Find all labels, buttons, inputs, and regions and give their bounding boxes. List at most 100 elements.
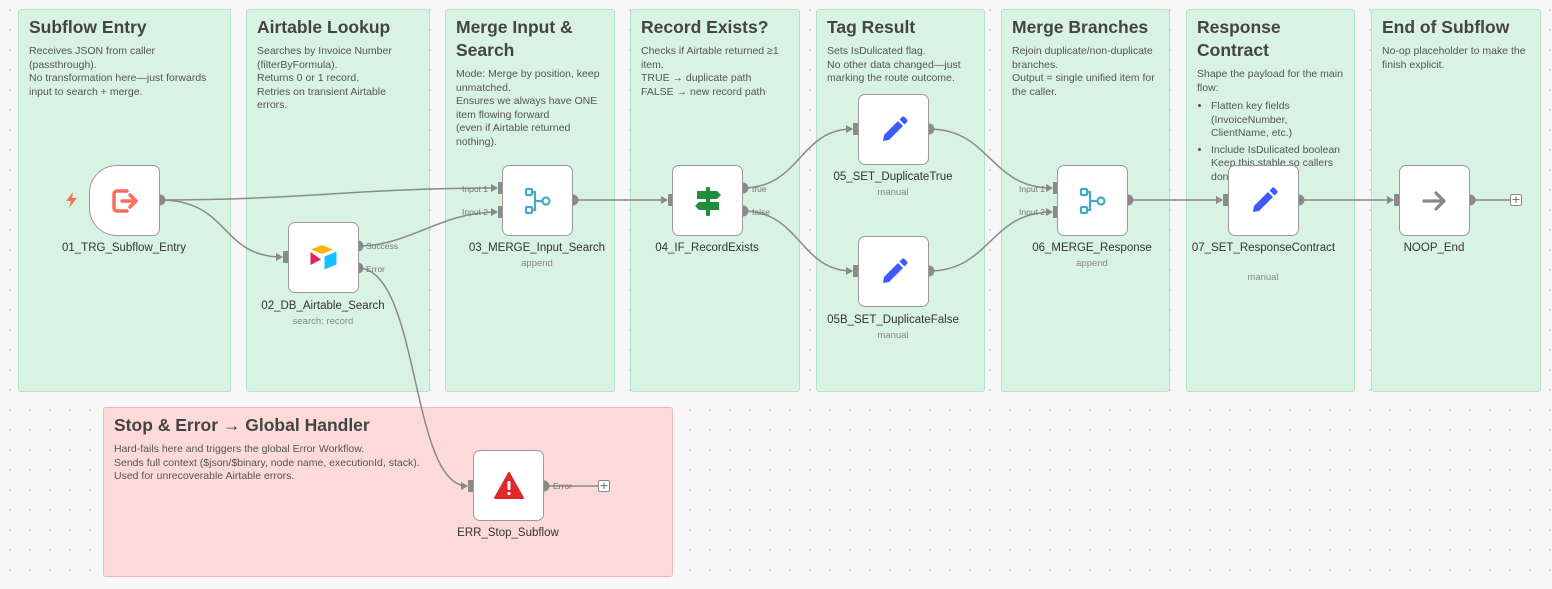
sticky-text: Mode: Merge by position, keep unmatched.: [456, 68, 600, 94]
port-label-false: false: [752, 207, 770, 217]
arrow-head: [1046, 208, 1053, 216]
input-handle: [468, 480, 474, 492]
pencil-icon: [882, 257, 908, 283]
sticky-bullet: Flatten key fields (InvoiceNumber, Clien…: [1211, 100, 1344, 141]
port-label-error: Error: [553, 481, 572, 491]
node-set-duplicate-true[interactable]: [858, 94, 929, 165]
node-trg-subflow-entry[interactable]: [89, 165, 160, 236]
connection-trg-to-merge-input1: [159, 187, 498, 201]
node-merge-input-search[interactable]: [502, 165, 573, 236]
sticky-text: Retries on transient Airtable errors.: [257, 85, 386, 112]
signpost-icon: [694, 186, 721, 216]
arrow-head: [461, 482, 468, 490]
sticky-text: Shape the payload for the main flow:: [1197, 68, 1343, 94]
port-label-true: true: [752, 184, 767, 194]
node-err-stop-subflow[interactable]: [473, 450, 544, 521]
connection-db-success-to-merge-input2: [357, 211, 498, 247]
node-label: 06_MERGE_Response: [1032, 242, 1152, 254]
node-set-duplicate-false[interactable]: [858, 236, 929, 307]
sticky-text: Used for unrecoverable Airtable errors.: [114, 470, 295, 482]
input-handle: [283, 251, 289, 263]
sticky-title: Record Exists?: [641, 17, 769, 37]
port-label-input2: Input 2: [462, 207, 488, 217]
arrow-head: [1046, 184, 1053, 192]
sticky-text: TRUE → duplicate path: [641, 72, 752, 84]
sticky-text: FALSE → new record path: [641, 85, 766, 98]
sticky-text: Sends full context ($json/$binary, node …: [114, 456, 420, 469]
sticky-title: Response Contract: [1197, 17, 1281, 60]
trigger-bolt-icon: [66, 192, 77, 208]
connection-set-true-to-merge-input1: [928, 128, 1053, 189]
node-label: 01_TRG_Subflow_Entry: [61, 242, 186, 254]
sticky-text: Hard-fails here and triggers the global …: [114, 443, 365, 455]
sticky-title: Airtable Lookup: [257, 17, 391, 37]
node-label: 05_SET_DuplicateTrue: [833, 171, 953, 183]
pencil-icon: [1252, 186, 1278, 212]
sticky-text: Checks if Airtable returned ≥1 item.: [641, 45, 779, 71]
arrow-right-icon: [1421, 190, 1446, 211]
node-noop-end[interactable]: [1399, 165, 1470, 236]
sticky-title: Merge Branches: [1012, 17, 1149, 37]
sticky-tag-result[interactable]: Tag Result Sets IsDulicated flag. No oth…: [816, 9, 985, 392]
arrow-head: [846, 267, 853, 275]
node-label: 05B_SET_DuplicateFalse: [827, 314, 959, 326]
pencil-icon: [882, 115, 908, 141]
sticky-title: End of Subflow: [1382, 17, 1510, 37]
node-subtitle: manual: [877, 187, 909, 198]
port-label-input2: Input 2: [1019, 207, 1045, 217]
node-set-response-contract[interactable]: [1228, 165, 1299, 236]
connection-set-false-to-merge-input2: [928, 211, 1053, 272]
node-label: 07_SET_ResponseContract: [1191, 242, 1336, 254]
node-db-airtable-search[interactable]: [288, 222, 359, 293]
sticky-airtable-lookup[interactable]: Airtable Lookup Searches by Invoice Numb…: [246, 9, 430, 392]
merge-icon: [1079, 187, 1106, 214]
connection-db-error-to-err: [357, 267, 468, 487]
node-label: 03_MERGE_Input_Search: [468, 242, 606, 254]
sticky-text: Ensures we always have ONE item flowing …: [456, 95, 598, 121]
input-handle: [853, 123, 859, 135]
sticky-title: Merge Input & Search: [456, 17, 573, 60]
port-label-error: Error: [366, 264, 385, 274]
arrow-head: [846, 125, 853, 133]
add-node-button[interactable]: +: [1510, 193, 1522, 206]
sticky-text: Rejoin duplicate/non-duplicate branches.: [1012, 45, 1153, 71]
node-label: NOOP_End: [1403, 242, 1465, 254]
sticky-text: No-op placeholder to make the finish exp…: [1382, 45, 1526, 71]
arrow-head: [1216, 196, 1223, 204]
airtable-logo-icon: [310, 244, 336, 269]
arrow-head: [1387, 196, 1394, 204]
arrow-head: [491, 208, 498, 216]
node-subtitle: append: [1076, 258, 1108, 269]
node-merge-response[interactable]: [1057, 165, 1128, 236]
sticky-stop-error[interactable]: Stop & Error → Global Handler Hard-fails…: [103, 407, 673, 577]
sticky-title: Tag Result: [827, 17, 916, 37]
sticky-subflow-entry[interactable]: Subflow Entry Receives JSON from caller …: [18, 9, 231, 392]
node-subtitle: manual: [877, 330, 909, 341]
node-subtitle: search: record: [292, 316, 354, 327]
node-label: 04_IF_RecordExists: [655, 242, 759, 254]
input-handle: [1223, 194, 1229, 206]
sticky-text: Searches by Invoice Number (filterByForm…: [257, 45, 392, 71]
sticky-text: Output = single unified item for the cal…: [1012, 72, 1155, 98]
warning-icon: [493, 471, 524, 499]
node-label: 02_DB_Airtable_Search: [261, 300, 385, 312]
node-if-record-exists[interactable]: [672, 165, 743, 236]
connection-if-true-to-set-true: [742, 128, 853, 189]
node-label: ERR_Stop_Subflow: [457, 527, 559, 539]
node-subtitle: append: [521, 258, 553, 269]
sticky-title: Stop & Error → Global Handler: [114, 415, 370, 435]
sticky-text: No transformation here—just forwards inp…: [29, 72, 207, 98]
sticky-text: Receives JSON from caller (passthrough).: [29, 45, 156, 71]
sticky-text: (even if Airtable returned nothing).: [456, 122, 571, 148]
arrow-head: [491, 184, 498, 192]
arrow-head: [276, 253, 283, 261]
sticky-text: Sets IsDulicated flag.: [827, 45, 926, 57]
input-handle: [853, 265, 859, 277]
arrow-head: [661, 196, 668, 204]
merge-icon: [524, 187, 551, 214]
add-node-button[interactable]: +: [598, 479, 610, 492]
port-label-input1: Input 1: [462, 184, 488, 194]
connection-if-false-to-set-false: [742, 210, 853, 272]
port-label-success: Success: [366, 241, 399, 251]
sticky-title: Subflow Entry: [29, 17, 147, 37]
